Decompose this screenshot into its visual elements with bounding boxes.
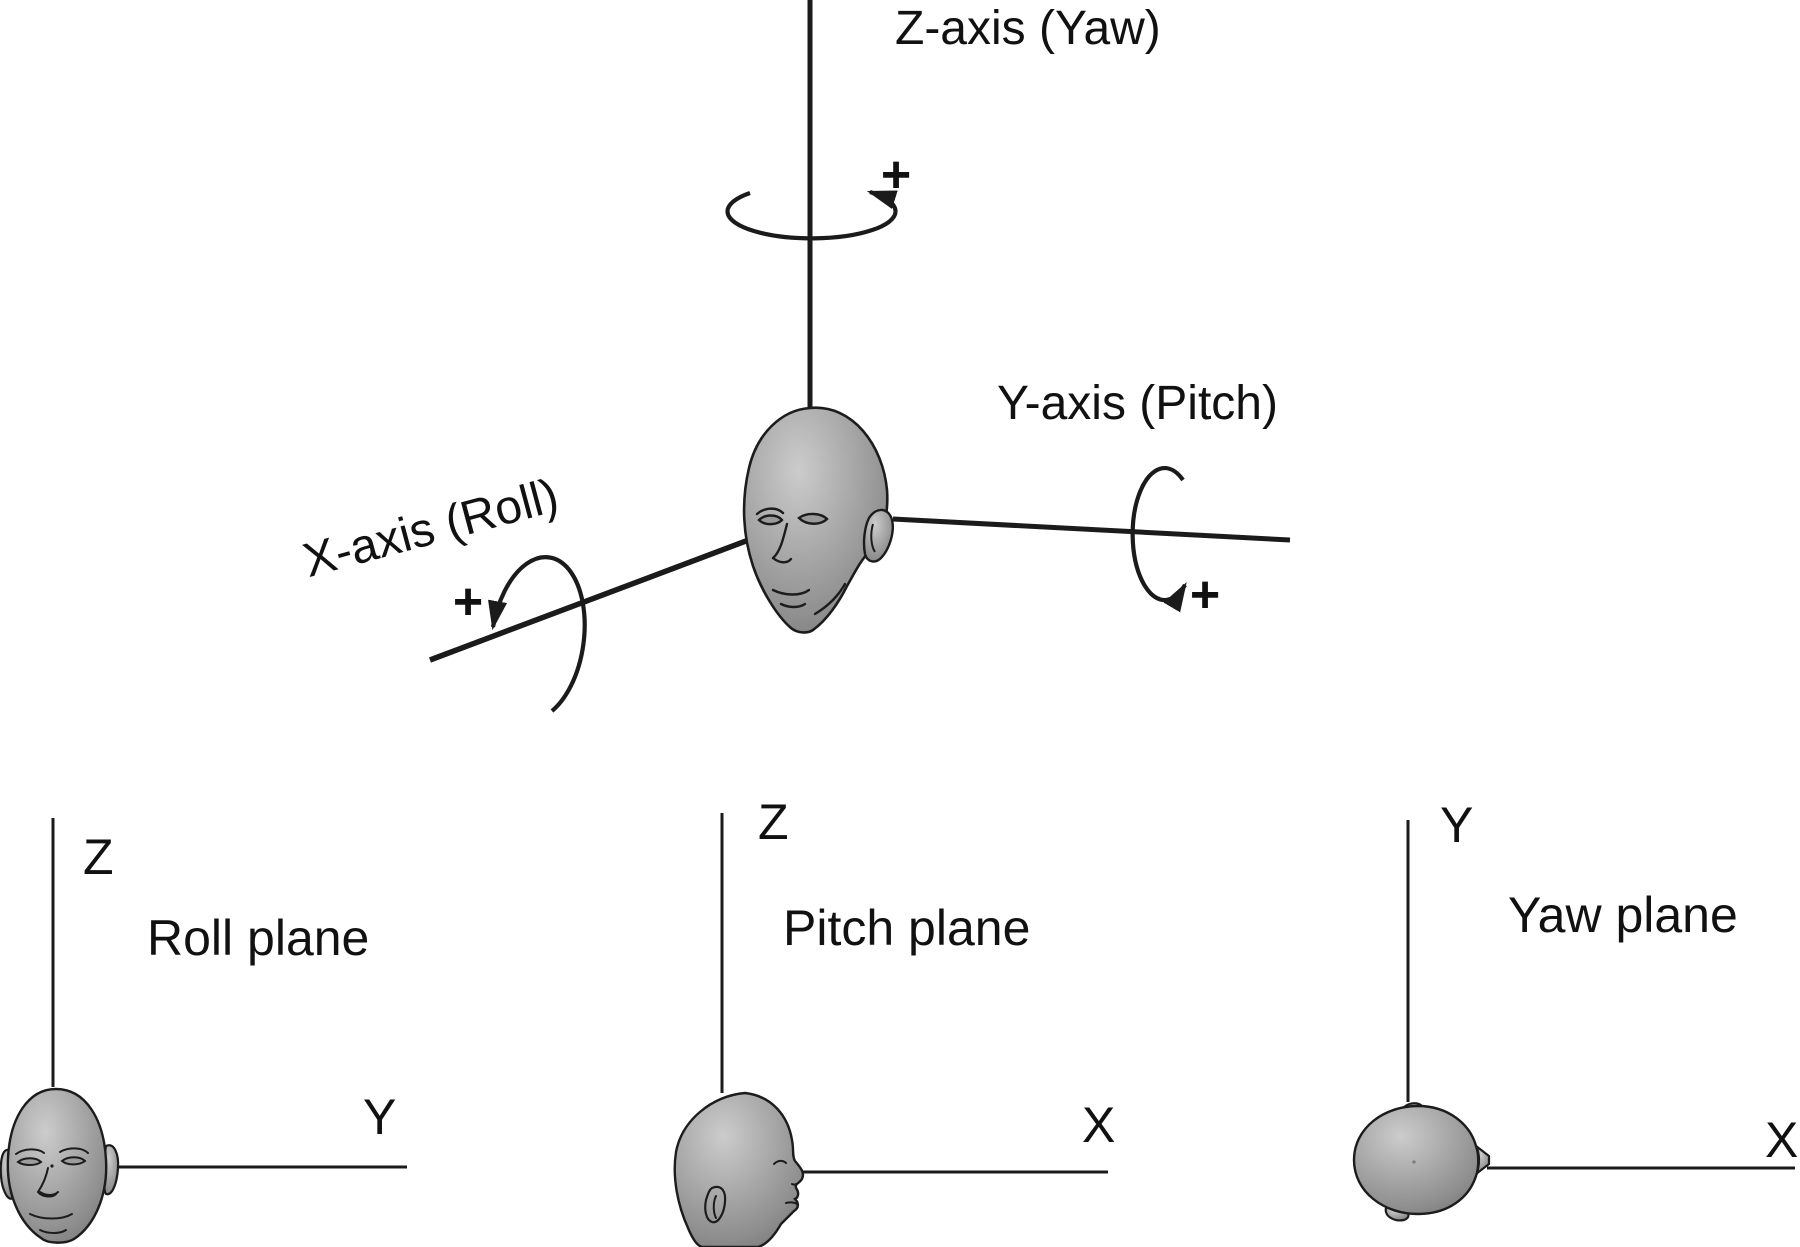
pitch-plane-x-letter: X (1082, 1097, 1116, 1153)
roll-plus-sign: + (452, 573, 484, 631)
roll-plane-z-letter: Z (83, 829, 114, 885)
head-front-view (0, 1087, 120, 1244)
roll-plane-title: Roll plane (147, 910, 370, 966)
head-three-quarter-view (742, 406, 894, 634)
pitch-plus-sign: + (1189, 566, 1221, 624)
top-view-skull (1352, 1104, 1480, 1216)
yaw-plus-sign: + (880, 146, 912, 204)
head-top-view (1352, 1102, 1491, 1222)
pitch-plane-title: Pitch plane (783, 900, 1031, 956)
yaw-plane-x-letter: X (1765, 1112, 1799, 1168)
roll-plane-y-letter: Y (363, 1089, 397, 1145)
head-profile-view (673, 1091, 805, 1247)
pitch-rotation-arrow (1130, 465, 1187, 613)
yaw-rotation-arrow (725, 189, 898, 241)
yaw-plane-y-letter: Y (1440, 797, 1474, 853)
pitch-plane-z-letter: Z (758, 794, 789, 850)
roll-rotation-arrow (488, 555, 587, 713)
y-axis-label: Y-axis (Pitch) (997, 377, 1278, 430)
yaw-plane-title: Yaw plane (1508, 887, 1738, 943)
x-axis-line (429, 527, 776, 663)
y-axis-line (892, 516, 1291, 543)
z-axis-label: Z-axis (Yaw) (895, 2, 1161, 55)
